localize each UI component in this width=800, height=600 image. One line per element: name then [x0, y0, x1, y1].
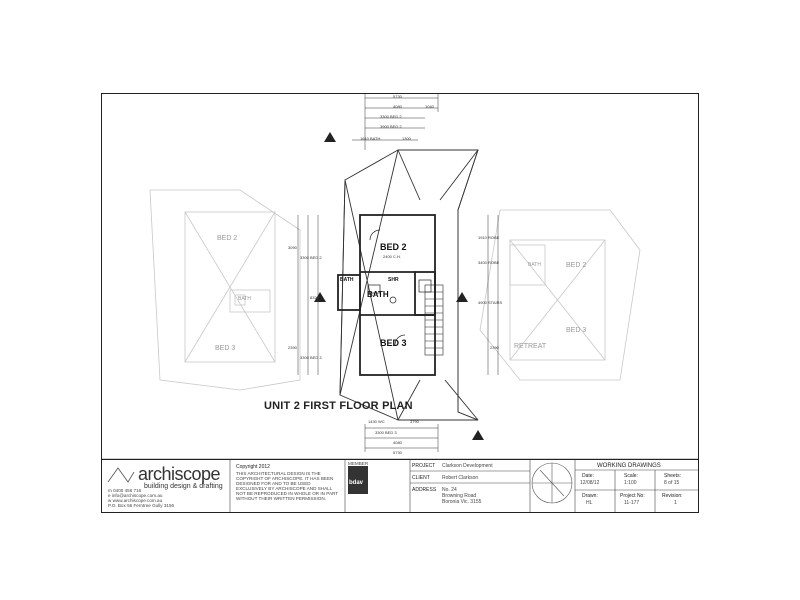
- address-value: No. 24 Browning Road Boronia Vic. 3155: [442, 487, 481, 505]
- bed2-ceiling-height: 2400 C.H.: [383, 254, 402, 259]
- archiscope-logo-icon: [107, 467, 135, 483]
- client-label: CLIENT: [412, 475, 430, 481]
- copyright-title: Copyright 2012: [236, 464, 270, 470]
- dim-right-d: 2390: [490, 345, 499, 350]
- project-label: PROJECT: [412, 463, 436, 469]
- contact-info: m 0400 456 716 e info@archiscope.com.au …: [108, 488, 188, 508]
- project-no-label: Project No:: [620, 493, 645, 499]
- dimension-lines: [297, 94, 499, 452]
- dim-top-b: 1040: [425, 104, 434, 109]
- copyright-text: THIS ARCHITECTURAL DESIGN IS THE COPYRIG…: [236, 471, 339, 501]
- client-value: Robert Clarkson: [442, 475, 479, 481]
- sheets-label: Sheets:: [664, 473, 681, 479]
- brand-name: archiscope: [138, 464, 221, 484]
- room-bed3-label: BED 3: [380, 338, 407, 348]
- drawn-label: Drawn:: [582, 493, 598, 499]
- dim-left-d: 2390: [288, 345, 297, 350]
- room-ensuite-bath-label: BATH: [340, 277, 354, 283]
- bdav-badge-shape: [348, 466, 368, 494]
- ghost-right-bed3: BED 3: [566, 327, 587, 334]
- dim-bottom-b: 3790: [410, 419, 419, 424]
- address-label: ADDRESS: [412, 487, 437, 493]
- dim-left-c: 8320: [310, 295, 319, 300]
- sheets-value: 8 of 15: [664, 480, 680, 486]
- dim-left-b: 3300 BED 2: [300, 255, 322, 260]
- dim-bottom-e: 5730: [393, 450, 402, 455]
- ghost-right-bath: BATH: [528, 262, 541, 268]
- dim-bottom-d: 4080: [393, 440, 402, 445]
- date-label: Date:: [582, 473, 594, 479]
- ghost-right-bed2: BED 2: [566, 262, 587, 269]
- section-markers: [314, 132, 484, 440]
- dim-right-b: 3400 ROBE: [478, 260, 500, 265]
- dim-right-c: 4900 STAIRS: [478, 300, 503, 305]
- ghost-right-retreat: RETREAT: [514, 343, 547, 350]
- drawing-sheet: [101, 93, 699, 513]
- roof-outline: [339, 149, 479, 421]
- dim-bottom-c: 3300 BED 3: [375, 430, 397, 435]
- room-bath-label: BATH: [367, 290, 389, 299]
- north-arrow-icon: [531, 462, 573, 504]
- contact-web: w www.archiscope.com.au: [108, 498, 163, 503]
- date-value: 12/08/12: [580, 480, 600, 486]
- dim-top-e: 1610 BATH: [360, 136, 381, 141]
- dim-top-c: 3300 BED 2: [380, 114, 402, 119]
- ghost-left-plan: [149, 189, 301, 391]
- dim-left-a: 3090: [288, 245, 297, 250]
- drawn-value: HL: [586, 500, 593, 506]
- walls: [337, 214, 436, 376]
- sheet-title: WORKING DRAWINGS: [597, 463, 661, 469]
- dim-bottom-a: 1430 WC: [368, 419, 385, 424]
- room-shower-label: SHR: [388, 277, 399, 283]
- dim-top-a: 4080: [393, 104, 402, 109]
- dim-top-f: 1300: [402, 136, 411, 141]
- contact-address: P.O. Box 56 Ferntree Gully 3156: [108, 503, 175, 508]
- project-value: Clarkson Development: [442, 463, 493, 469]
- dim-left-e: 3300 BED 3: [300, 355, 322, 360]
- ghost-left-bed2: BED 2: [217, 235, 238, 242]
- brand-subtitle: building design & drafting: [144, 483, 223, 490]
- dim-top-d: 3900 BED 2: [380, 124, 402, 129]
- contact-email: e info@archiscope.com.au: [108, 493, 163, 498]
- title-block: archiscope building design & drafting m …: [102, 459, 698, 513]
- address-line-1: No. 24: [442, 487, 457, 493]
- ghost-left-bed3: BED 3: [215, 345, 236, 352]
- dim-top-overall: 5730: [393, 94, 402, 99]
- scale-value: 1:100: [624, 480, 637, 486]
- address-line-2: Browning Road: [442, 493, 477, 499]
- stairs: [424, 284, 444, 356]
- plan-title: UNIT 2 FIRST FLOOR PLAN: [264, 400, 413, 412]
- scale-label: Scale:: [624, 473, 638, 479]
- member-label: MEMBER: [348, 461, 369, 466]
- ghost-left-bath: BATH: [238, 296, 251, 302]
- revision-label: Revision:: [662, 493, 683, 499]
- address-line-3: Boronia Vic. 3155: [442, 499, 482, 505]
- revision-value: 1: [674, 500, 677, 506]
- bdav-badge: bdav: [349, 480, 364, 486]
- fixtures: [367, 229, 432, 346]
- project-no-value: 11-177: [624, 500, 640, 506]
- contact-mobile: m 0400 456 716: [108, 488, 142, 493]
- room-bed2-label: BED 2: [380, 242, 407, 252]
- dim-right-a: 1910 ROBE: [478, 235, 500, 240]
- ghost-right-plan: [479, 209, 641, 381]
